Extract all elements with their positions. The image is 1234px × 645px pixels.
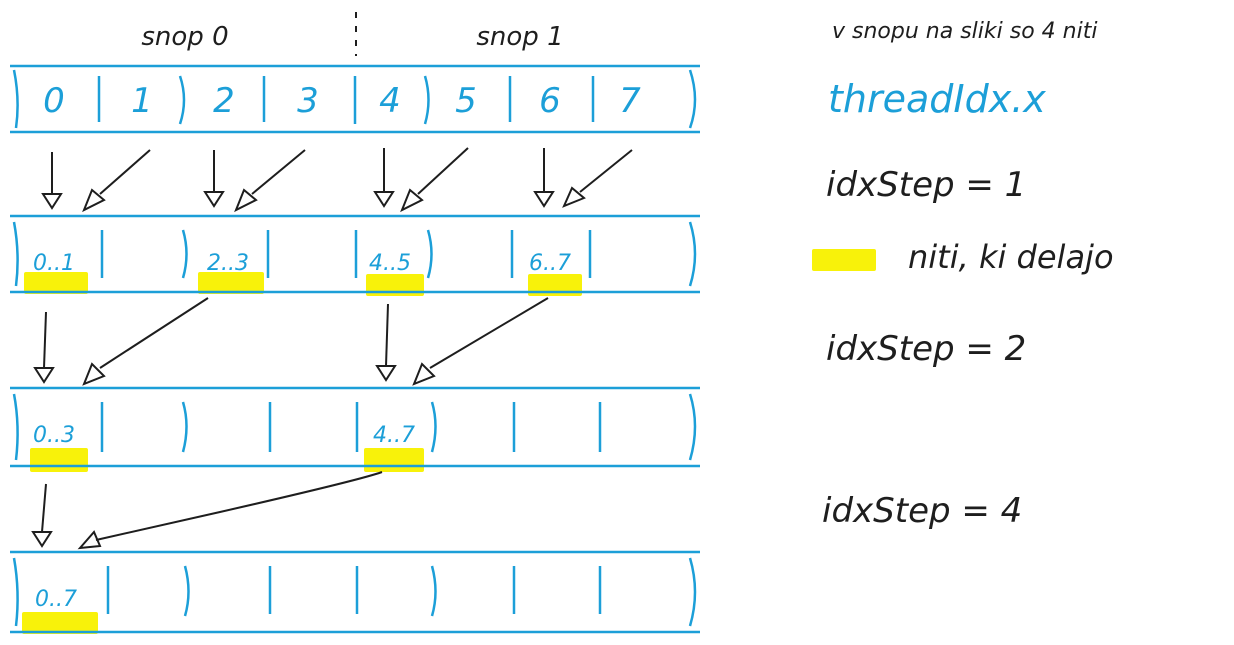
arrow-step1-pair-1: [203, 149, 306, 213]
note-threads-per-warp: v snopu na sliki so 4 niti: [832, 19, 1097, 44]
row-1-right-bracket: [688, 221, 697, 287]
array-row-0: 0 1 2 3 4 5 6 7: [10, 64, 700, 134]
array-row-3: 0..7: [10, 550, 700, 634]
arrow-step1-pair-2: [373, 147, 469, 213]
row-0-divider-2: [178, 75, 186, 125]
row-0-cell-0: 0: [43, 81, 65, 121]
row-1-left-bracket: [12, 221, 19, 287]
highlight-row-3-cell-0: [22, 612, 98, 634]
arrow-diagonal: [251, 149, 306, 195]
arrow-step2-pair-0: [33, 297, 209, 386]
row-0-cell-5: 5: [455, 81, 477, 121]
warp-label-0: snop 0: [141, 22, 228, 52]
arrow-diagonal: [95, 471, 383, 541]
arrow-diagonal: [579, 149, 633, 193]
arrow-head-down: [33, 367, 55, 384]
row-0-right-bracket: [688, 69, 697, 129]
row-2-divider-2: [181, 401, 188, 453]
row-0-divider-5: [423, 75, 430, 125]
arrow-head-diagonal: [412, 362, 436, 386]
arrow-vertical: [43, 311, 47, 369]
legend-working-threads: niti, ki delajo: [908, 238, 1114, 276]
reduction-arrows: [31, 147, 633, 550]
legend-highlight-swatch: [812, 249, 876, 271]
row-1-cell-2: 2..3: [207, 251, 249, 276]
highlight-row-1-cell-6: [528, 274, 582, 296]
arrow-head-down: [31, 531, 53, 548]
arrow-head-diagonal: [77, 530, 102, 550]
row-2-cell-4: 4..7: [373, 423, 415, 448]
arrow-head-down: [41, 193, 63, 210]
row-1-cell-4: 4..5: [369, 251, 411, 276]
arrow-vertical: [41, 483, 47, 533]
warp-label-1: snop 1: [476, 22, 563, 52]
row-0-cell-4: 4: [379, 81, 401, 121]
arrow-head-down: [203, 191, 225, 208]
row-2-cell-0: 0..3: [33, 423, 75, 448]
row-1-divider-2: [181, 229, 188, 279]
row-0-cell-6: 6: [539, 81, 561, 121]
arrow-step3-pair-0: [31, 471, 383, 550]
idx-step-1: idxStep = 1: [826, 165, 1026, 205]
row-2-left-bracket: [12, 393, 19, 461]
arrow-head-diagonal: [400, 188, 424, 213]
arrow-diagonal: [429, 297, 549, 369]
row-0-cell-7: 7: [619, 81, 641, 121]
arrow-head-diagonal: [82, 362, 106, 386]
arrow-head-down: [533, 191, 555, 208]
arrow-diagonal: [99, 149, 151, 195]
row-0-cell-1: 1: [131, 81, 153, 121]
active-thread-highlights: [22, 272, 582, 634]
row-3-cell-0: 0..7: [35, 587, 77, 612]
thread-index-label: threadIdx.x: [828, 77, 1046, 121]
row-1-cell-6: 6..7: [529, 251, 571, 276]
highlight-row-1-cell-0: [24, 272, 88, 294]
row-3-divider-5: [430, 565, 437, 617]
arrow-diagonal: [417, 147, 469, 195]
row-3-divider-2: [183, 565, 190, 617]
row-2-divider-5: [430, 401, 437, 453]
arrow-step2-pair-1: [375, 297, 549, 386]
highlight-row-1-cell-2: [198, 272, 264, 294]
highlight-row-2-cell-0: [30, 448, 88, 472]
arrow-head-diagonal: [82, 188, 106, 213]
highlight-row-2-cell-4: [364, 448, 424, 472]
array-rows: 0 1 2 3 4 5 6 7 0..1 2..3 4..5 6..7: [10, 64, 700, 634]
arrow-head-down: [375, 365, 397, 382]
arrow-head-diagonal: [234, 188, 258, 213]
highlight-row-1-cell-4: [366, 274, 424, 296]
arrow-diagonal: [99, 297, 209, 369]
row-0-cell-3: 3: [297, 81, 319, 121]
row-2-right-bracket: [688, 393, 697, 461]
arrow-head-diagonal: [562, 186, 586, 208]
row-3-left-bracket: [12, 557, 19, 627]
row-1-cell-0: 0..1: [33, 251, 75, 276]
row-0-cell-2: 2: [213, 81, 235, 121]
row-3-right-bracket: [688, 557, 697, 627]
array-row-1: 0..1 2..3 4..5 6..7: [10, 214, 700, 294]
arrow-vertical: [385, 303, 389, 367]
arrow-step1-pair-0: [41, 149, 151, 213]
array-row-2: 0..3 4..7: [10, 386, 700, 468]
row-1-divider-5: [426, 229, 433, 279]
arrow-head-down: [373, 191, 395, 208]
idx-step-2: idxStep = 2: [826, 329, 1026, 369]
row-0-left-bracket: [12, 69, 19, 129]
arrow-step1-pair-3: [533, 148, 633, 208]
idx-step-4: idxStep = 4: [822, 491, 1022, 531]
